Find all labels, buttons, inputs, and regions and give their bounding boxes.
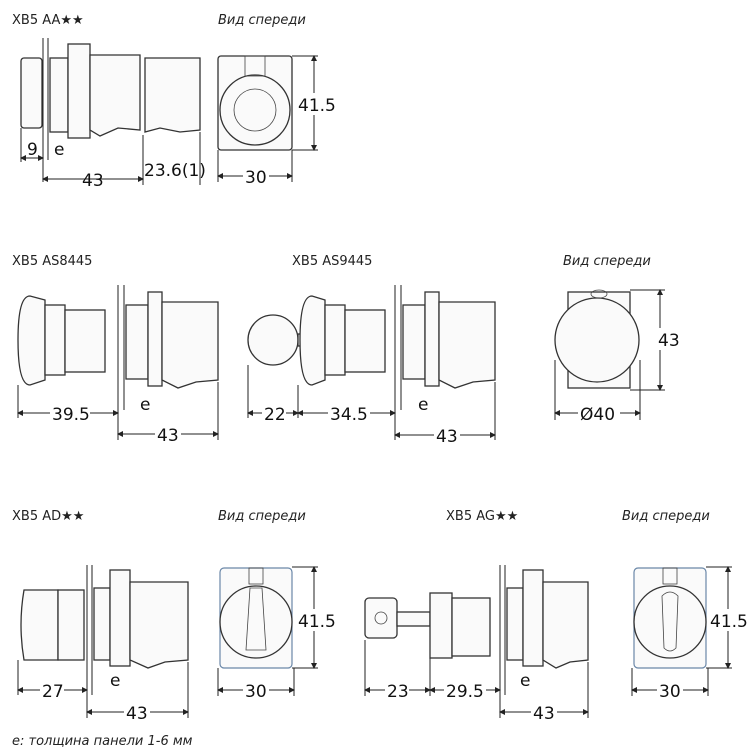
mushroom-front-view-section: Вид спереди 43 Ø40: [554, 254, 683, 425]
key-switch-front-view: [633, 567, 707, 669]
dim-front-width: 30: [245, 682, 267, 702]
front-view-label: Вид спереди: [218, 13, 306, 28]
footnote: e: толщина панели 1-6 мм: [12, 734, 193, 749]
mushroom-button-side-view: [17, 285, 219, 440]
dim-body-length: 43: [126, 704, 148, 724]
dim-key-length: 22: [264, 405, 286, 425]
model-as9445-title: XB5 AS9445: [292, 254, 372, 269]
model-ad-title: XB5 AD★★: [12, 509, 84, 524]
selector-switch-front-view: [219, 567, 293, 669]
model-ag-section: XB5 AG★★ Вид спереди 23 29.5 e 43: [364, 509, 748, 724]
model-ag-title: XB5 AG★★: [446, 509, 518, 524]
front-view-label: Вид спереди: [563, 254, 651, 269]
dim-head-length: 34.5: [330, 405, 368, 425]
mushroom-front-view: [554, 289, 640, 389]
dim-head-length: 39.5: [52, 405, 90, 425]
dim-front-width: 30: [245, 168, 267, 188]
model-as8445-title: XB5 AS8445: [12, 254, 92, 269]
front-view-label: Вид спереди: [218, 509, 306, 524]
dim-diameter: Ø40: [580, 405, 615, 425]
dim-key-length: 23: [387, 682, 409, 702]
pushbutton-front-view: [217, 55, 293, 151]
dim-front-height: 43: [658, 331, 680, 351]
dim-body-length: 43: [82, 171, 104, 191]
dim-head-length: 29.5: [446, 682, 484, 702]
model-aa-title: XB5 AA★★: [12, 13, 84, 28]
model-aa-section: XB5 AA★★ Вид спереди 9 e 43 23.6(1) 30: [12, 13, 336, 191]
model-ad-section: XB5 AD★★ Вид спереди 27 e 43 30: [12, 509, 336, 724]
dim-front-height: 41.5: [298, 96, 336, 116]
key-switch-side-view: [364, 565, 589, 718]
dim-body-length: 43: [157, 426, 179, 446]
dim-head-length: 27: [42, 682, 64, 702]
dim-body-length: 43: [436, 427, 458, 447]
dim-front-height: 41.5: [298, 612, 336, 632]
dim-extra-block: 23.6(1): [144, 161, 206, 181]
dim-front-width: 30: [659, 682, 681, 702]
selector-switch-side-view: [20, 565, 189, 718]
dim-panel-thickness: e: [140, 395, 150, 415]
key-mushroom-side-view: [247, 285, 496, 440]
dim-panel-thickness: e: [418, 395, 428, 415]
dim-panel-thickness: e: [110, 671, 120, 691]
front-view-label: Вид спереди: [622, 509, 710, 524]
model-as8445-section: XB5 AS8445 39.5 e 43: [12, 254, 219, 446]
dim-head-length: 9: [27, 140, 38, 160]
dim-panel-thickness: e: [520, 671, 530, 691]
pushbutton-side-view: [20, 38, 201, 182]
dim-front-height: 41.5: [710, 612, 748, 632]
dim-panel-thickness: e: [54, 140, 64, 160]
model-as9445-section: XB5 AS9445 22 34.5 e 43: [247, 254, 496, 447]
dim-body-length: 43: [533, 704, 555, 724]
